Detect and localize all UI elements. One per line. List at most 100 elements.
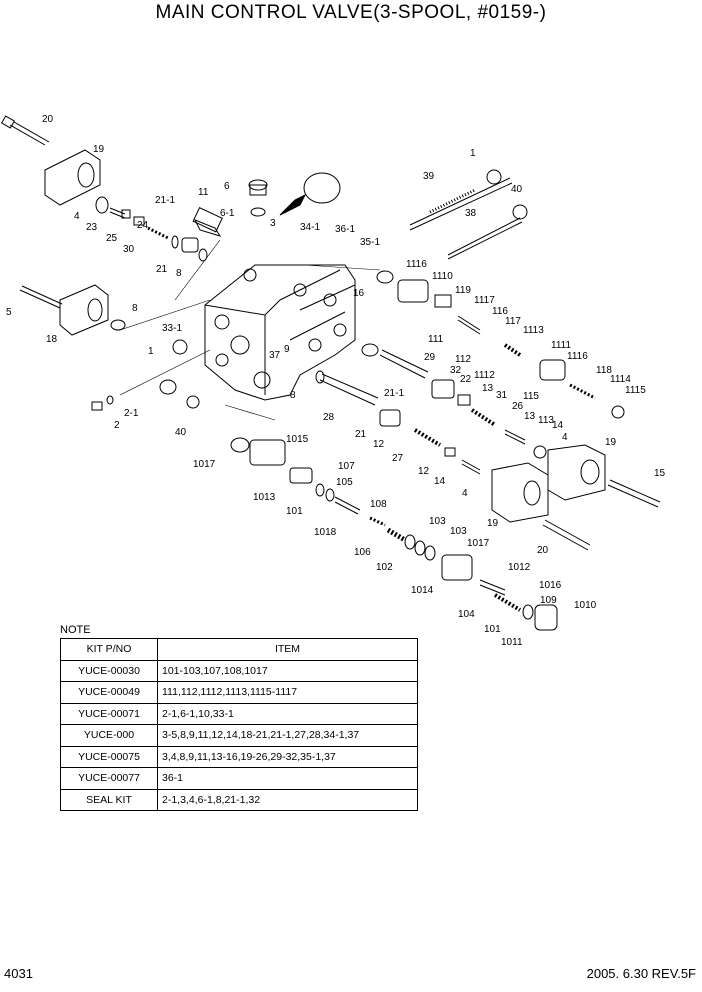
- part-callout: 118: [596, 365, 612, 376]
- kit-pno-cell: YUCE-00077: [60, 767, 158, 790]
- part-callout: 105: [336, 477, 353, 488]
- part-callout: 108: [370, 499, 387, 510]
- part-callout: 21: [355, 429, 367, 440]
- end-cap-19-bottom: [491, 462, 549, 523]
- part-callout: 30: [123, 244, 135, 255]
- part-callout: 38: [465, 208, 477, 219]
- page-title: MAIN CONTROL VALVE(3-SPOOL, #0159-): [155, 2, 547, 23]
- part-callout: 4: [74, 211, 80, 222]
- part-callout: 116: [492, 306, 508, 317]
- part-callout: 1114: [610, 374, 631, 385]
- part-callout: 2-1: [124, 408, 139, 419]
- kit-pno-header: KIT P/NO: [60, 638, 158, 661]
- part-callout: 1010: [574, 600, 597, 611]
- kit-pno-cell: YUCE-00075: [60, 745, 158, 768]
- item-cell: 2-1,3,4,6-1,8,21-1,32: [157, 788, 418, 811]
- part-callout: 8: [290, 390, 296, 401]
- part-callout: 21-1: [155, 195, 175, 206]
- part-callout: 1016: [539, 580, 562, 591]
- part-callout: 1110: [432, 271, 453, 282]
- part-callout: 33-1: [162, 323, 182, 334]
- part-callout: 9: [284, 344, 290, 355]
- part-callout: 15: [654, 468, 666, 479]
- part-callout: 107: [338, 461, 355, 472]
- part-callout: 20: [537, 545, 549, 556]
- table-row: YUCE-00030 101-103,107,108,1017: [60, 659, 418, 682]
- page-number: 4031: [4, 966, 33, 981]
- part-callout: 19: [605, 437, 617, 448]
- part-callout: 12: [373, 439, 385, 450]
- part-callout: 25: [106, 233, 118, 244]
- part-callout: 14: [552, 420, 564, 431]
- part-callout: 1: [148, 346, 154, 357]
- part-callout: 26: [512, 401, 524, 412]
- item-cell: 2-1,6-1,10,33-1: [157, 702, 418, 725]
- part-callout: 21-1: [384, 388, 404, 399]
- part-callout: 8: [132, 303, 138, 314]
- part-callout: 1014: [411, 585, 434, 596]
- part-callout: 103: [429, 516, 446, 527]
- table-row: SEAL KIT 2-1,3,4,6-1,8,21-1,32: [60, 788, 418, 811]
- part-callout: 4: [562, 432, 568, 443]
- part-callout: 28: [323, 412, 335, 423]
- part-callout: 1018: [314, 527, 337, 538]
- part-callout: 6: [224, 181, 230, 192]
- part-callout: 1113: [523, 325, 544, 336]
- kit-pno-cell: YUCE-000: [60, 724, 158, 747]
- table-row: YUCE-00075 3,4,8,9,11,13-16,19-26,29-32,…: [60, 745, 418, 768]
- part-callout: 12: [418, 466, 430, 477]
- part-callout: 13: [524, 411, 536, 422]
- end-cap-19-right: [547, 444, 606, 501]
- part-callout: 1112: [474, 370, 495, 381]
- part-callout: 1116: [567, 351, 588, 362]
- item-cell: 3,4,8,9,11,13-16,19-26,29-32,35-1,37: [157, 745, 418, 768]
- part-callout: 1013: [253, 492, 276, 503]
- part-callout: 1017: [467, 538, 490, 549]
- part-callout: 24: [137, 220, 149, 231]
- part-callout: 27: [392, 453, 404, 464]
- part-callout: 32: [450, 365, 462, 376]
- part-callout: 117: [505, 316, 521, 327]
- part-callout: 112: [455, 354, 471, 365]
- part-callout: 1012: [508, 562, 531, 573]
- part-callout: 36-1: [335, 224, 355, 235]
- table-row: YUCE-00071 2-1,6-1,10,33-1: [60, 702, 418, 725]
- part-callout: 119: [455, 285, 471, 296]
- part-callout: 1011: [501, 637, 523, 648]
- end-cap-18: [59, 284, 109, 336]
- part-callout: 1115: [625, 385, 646, 396]
- part-callout: 19: [93, 144, 105, 155]
- part-callout: 29: [424, 352, 436, 363]
- part-callout: 115: [523, 391, 539, 402]
- part-callout: 1: [470, 148, 476, 159]
- kit-table-header-row: KIT P/NO ITEM: [60, 638, 418, 661]
- kit-pno-cell: YUCE-00071: [60, 702, 158, 725]
- part-callout: 2: [114, 420, 120, 431]
- part-callout: 20: [42, 114, 54, 125]
- part-callout: 102: [376, 562, 393, 573]
- part-callout: 3: [270, 218, 276, 229]
- part-callout: 16: [353, 288, 365, 299]
- item-cell: 3-5,8,9,11,12,14,18-21,21-1,27,28,34-1,3…: [157, 724, 418, 747]
- part-callout: 109: [540, 595, 557, 606]
- part-callout: 37: [269, 350, 281, 361]
- part-callout: 101: [484, 624, 501, 635]
- part-callout: 8: [176, 268, 182, 279]
- part-callout: 14: [434, 476, 446, 487]
- part-callout: 31: [496, 390, 508, 401]
- item-cell: 111,112,1112,1113,1115-1117: [157, 681, 418, 704]
- part-callout: 23: [86, 222, 98, 233]
- part-callout: 111: [428, 334, 444, 345]
- part-callout: 40: [175, 427, 187, 438]
- part-callout: 4: [462, 488, 468, 499]
- kit-pno-cell: YUCE-00049: [60, 681, 158, 704]
- table-row: YUCE-00049 111,112,1112,1113,1115-1117: [60, 681, 418, 704]
- item-cell: 101-103,107,108,1017: [157, 659, 418, 682]
- part-callout: 106: [354, 547, 371, 558]
- note-label: NOTE: [60, 624, 91, 636]
- part-callout: 103: [450, 526, 467, 537]
- part-callout: 13: [482, 383, 494, 394]
- part-callout: 101: [286, 506, 303, 517]
